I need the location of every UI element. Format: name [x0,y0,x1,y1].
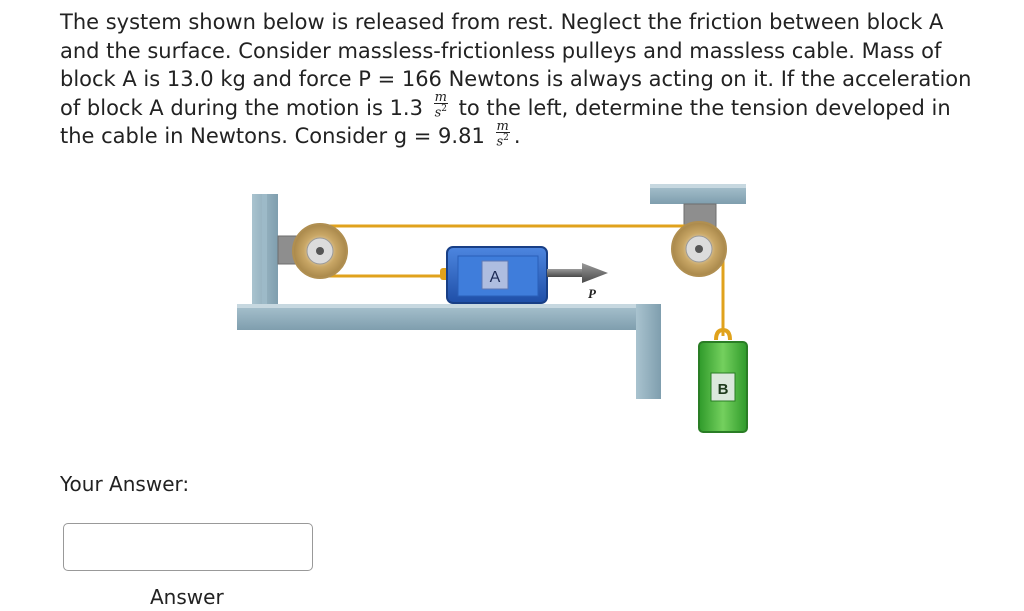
cable [320,224,725,336]
question-text: The system shown below is released from … [60,10,972,150]
ceiling-support [650,184,746,204]
your-answer-label: Your Answer: [60,472,190,496]
question-text-part1: The system shown below is released from … [60,10,972,120]
block-a: A [440,246,548,304]
question-text-part2: to the left, determine the tension devel… [60,95,951,149]
right-pulley [671,221,727,277]
force-arrow-p: P [547,263,608,301]
left-pulley [292,223,348,279]
block-b: B [698,327,748,433]
table-surface [237,304,661,399]
answer-caption: Answer [150,585,224,609]
answer-input[interactable] [63,523,313,571]
block-a-label: A [490,269,501,286]
block-b-label: B [718,381,729,398]
left-wall [252,194,278,304]
force-label: P [588,286,597,301]
